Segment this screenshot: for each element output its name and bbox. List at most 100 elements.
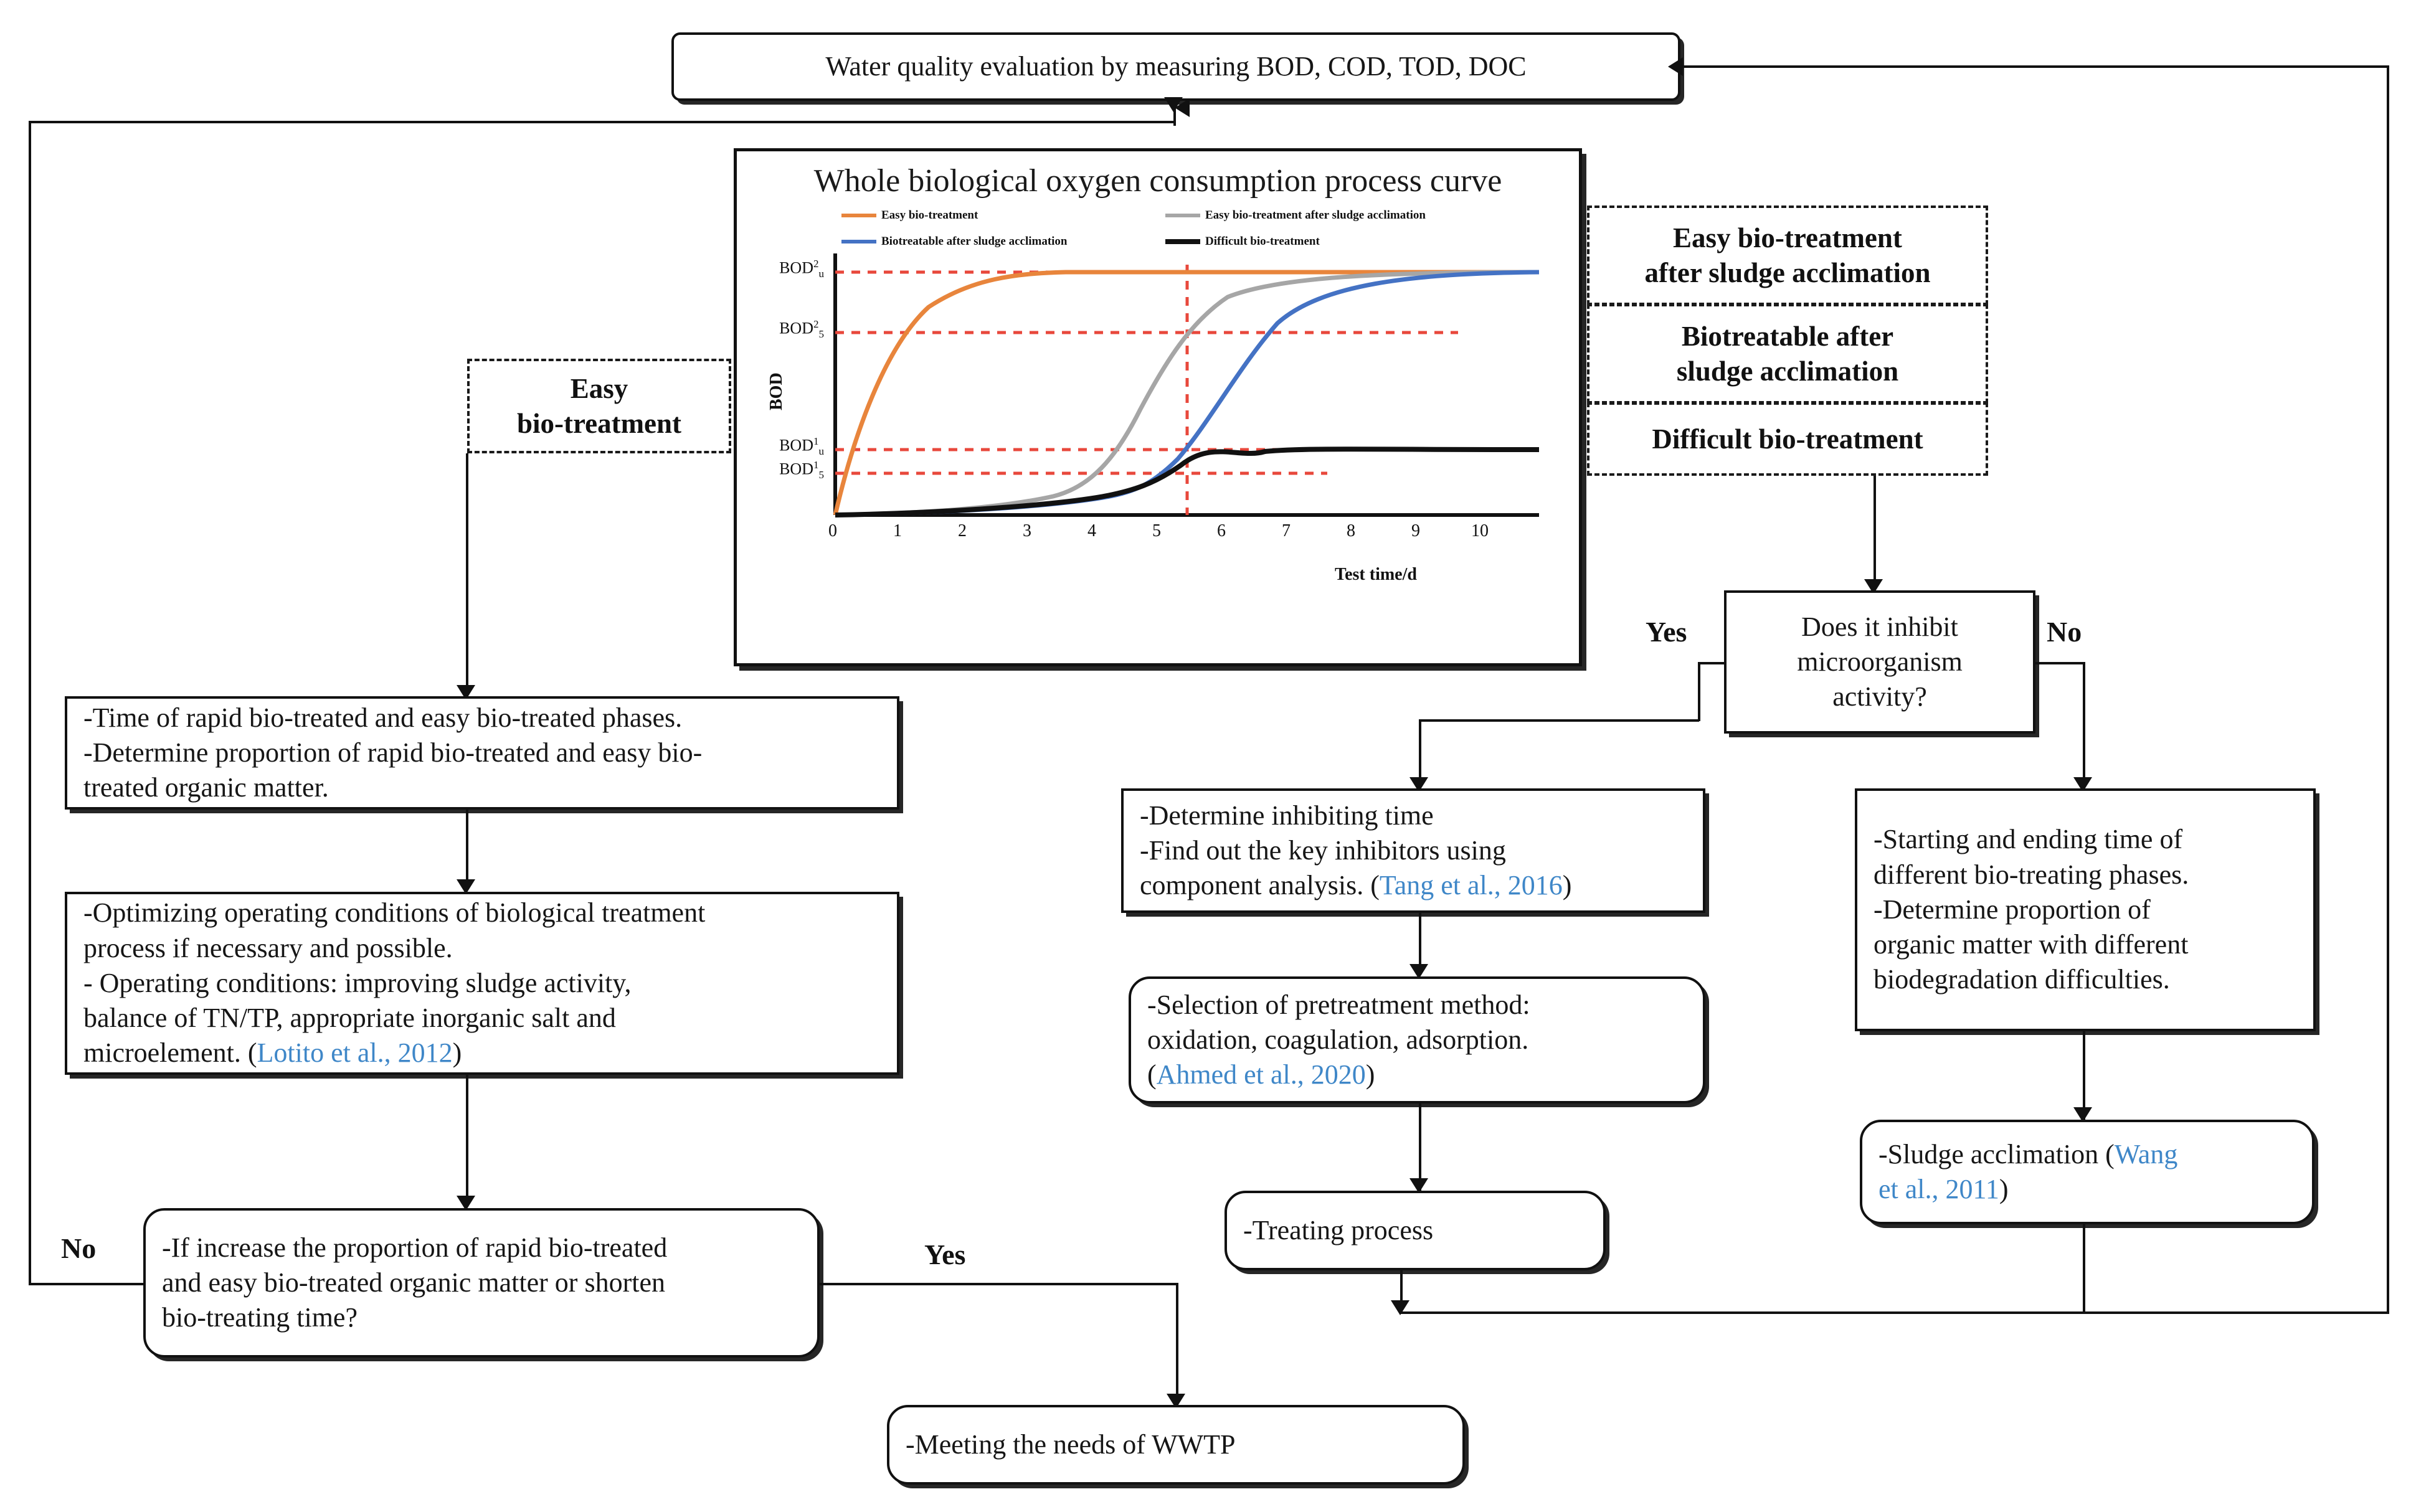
return-loop-top — [1682, 65, 2389, 68]
right-box1-line5: biodegradation difficulties. — [1874, 964, 2170, 995]
citation-tang: Tang et al., 2016 — [1379, 870, 1563, 901]
middle-box-pretreatment-selection[interactable]: -Selection of pretreatment method: oxida… — [1129, 976, 1705, 1103]
top-process-box[interactable]: Water quality evaluation by measuring BO… — [671, 32, 1680, 101]
legend-label-easy-bio: Easy bio-treatment — [881, 209, 978, 222]
left-box-optimizing-conditions[interactable]: -Optimizing operating conditions of biol… — [65, 892, 899, 1075]
tag-easy-after-text: Easy bio-treatment after sludge acclimat… — [1644, 220, 1930, 291]
no-loop-top — [29, 121, 1175, 123]
connector-tags-to-decision — [1874, 476, 1876, 585]
left-decision-text: -If increase the proportion of rapid bio… — [162, 1231, 667, 1336]
left-decision-line3: bio-treating time? — [162, 1302, 358, 1333]
left-box2-text: -Optimizing operating conditions of biol… — [83, 895, 705, 1071]
edge-label-no-inhibit: No — [2047, 616, 2082, 648]
return-loop-bottom — [1400, 1311, 2389, 1314]
connector-middle-box2-to-box3 — [1419, 1103, 1421, 1191]
chart-plot-area: Easy bio-treatment Easy bio-treatment af… — [754, 205, 1566, 654]
right-box2-pre: -Sludge acclimation ( — [1878, 1138, 2115, 1169]
xtick-6: 6 — [1217, 521, 1226, 541]
ytick-bod1u: BOD1u — [779, 435, 824, 457]
middle-box-inhibiting-time[interactable]: -Determine inhibiting time -Find out the… — [1121, 788, 1705, 913]
ytick-bod2u: BOD2u — [779, 258, 824, 280]
arrow-treating-to-return — [1391, 1300, 1409, 1315]
legend-label-easy-after-acclimation: Easy bio-treatment after sludge acclimat… — [1205, 209, 1426, 222]
connector-no-down — [2083, 662, 2085, 787]
legend-item-easy-after-acclimation: Easy bio-treatment after sludge acclimat… — [1165, 209, 1426, 222]
edge-label-no-left-decision: No — [61, 1232, 97, 1264]
tag-biotreatable-line1: Biotreatable after — [1681, 320, 1894, 352]
chart-title: Whole biological oxygen consumption proc… — [813, 163, 1502, 199]
citation-lotito: Lotito et al., 2012 — [257, 1037, 453, 1069]
middle-box1-text: -Determine inhibiting time -Find out the… — [1140, 798, 1571, 904]
left-decision-line2: and easy bio-treated organic matter or s… — [162, 1267, 665, 1298]
connector-right-box1-to-box2 — [2083, 1031, 2085, 1120]
right-box-phase-times[interactable]: -Starting and ending time of different b… — [1855, 788, 2316, 1031]
middle-box1-line3-post: ) — [1562, 870, 1572, 901]
legend-swatch-easy-bio — [841, 214, 876, 217]
left-box2-line4: balance of TN/TP, appropriate inorganic … — [83, 1003, 616, 1034]
right-box1-line3: -Determine proportion of — [1874, 894, 2151, 925]
tag-easy-bio-treatment[interactable]: Easy bio-treatment — [467, 359, 731, 453]
tag-easy-bio-treatment-text: Easy bio-treatment — [517, 371, 681, 442]
right-box1-text: -Starting and ending time of different b… — [1874, 822, 2189, 998]
left-box-phase-analysis[interactable]: -Time of rapid bio-treated and easy bio-… — [65, 696, 899, 810]
connector-left-box1-to-box2 — [466, 810, 468, 891]
left-box1-line1: -Time of rapid bio-treated and easy bio-… — [83, 702, 683, 733]
connector-easy-tag-down-a — [466, 453, 468, 484]
decision-inhibit-line1: Does it inhibit — [1801, 611, 1958, 642]
return-loop-right — [2387, 65, 2389, 1314]
xtick-3: 3 — [1023, 521, 1031, 541]
xtick-8: 8 — [1347, 521, 1355, 541]
xtick-10: 10 — [1471, 521, 1489, 541]
tag-biotreatable-after-sludge-acclimation[interactable]: Biotreatable after sludge acclimation — [1587, 304, 1988, 404]
right-box-sludge-acclimation[interactable]: -Sludge acclimation (Wang et al., 2011) — [1860, 1120, 2314, 1224]
ytick-bod2-5: BOD25 — [779, 318, 824, 340]
connector-right-box2-to-return — [2083, 1224, 2085, 1314]
arrow-return-into-top — [1668, 57, 1683, 76]
chart-panel[interactable]: Whole biological oxygen consumption proc… — [734, 148, 1582, 666]
decision-inhibit-line2: microorganism — [1797, 646, 1963, 677]
top-process-label: Water quality evaluation by measuring BO… — [825, 50, 1527, 82]
citation-wang-1: Wang — [2114, 1138, 2178, 1169]
final-box-meeting-wwtp[interactable]: -Meeting the needs of WWTP — [887, 1405, 1465, 1485]
legend-item-easy-bio: Easy bio-treatment — [841, 209, 978, 222]
middle-box1-line3-pre: component analysis. ( — [1140, 870, 1380, 901]
connector-left-yes-right — [820, 1283, 1178, 1285]
tag-difficult-bio-treatment[interactable]: Difficult bio-treatment — [1587, 402, 1988, 476]
right-box1-line4: organic matter with different — [1874, 929, 2189, 960]
middle-box2-text: -Selection of pretreatment method: oxida… — [1147, 988, 1530, 1093]
middle-box1-line1: -Determine inhibiting time — [1140, 800, 1434, 831]
xtick-5: 5 — [1152, 521, 1161, 541]
left-box1-text: -Time of rapid bio-treated and easy bio-… — [83, 701, 702, 806]
final-box-text: -Meeting the needs of WWTP — [906, 1429, 1236, 1460]
tag-difficult-text: Difficult bio-treatment — [1652, 423, 1923, 455]
edge-label-yes-inhibit: Yes — [1646, 616, 1687, 648]
tag-biotreatable-text: Biotreatable after sludge acclimation — [1677, 319, 1898, 389]
chart-svg — [833, 253, 1540, 517]
connector-left-box2-to-decision — [466, 1075, 468, 1206]
xtick-2: 2 — [958, 521, 967, 541]
middle-box2-line2: oxidation, coagulation, adsorption. — [1147, 1024, 1529, 1055]
right-box2-text: -Sludge acclimation (Wang et al., 2011) — [1878, 1137, 2177, 1207]
decision-inhibit-microorganism[interactable]: Does it inhibit microorganism activity? — [1724, 590, 2035, 734]
connector-treating-down — [1400, 1270, 1403, 1314]
left-box2-line2: process if necessary and possible. — [83, 932, 453, 963]
y-axis-label: BOD — [767, 372, 786, 410]
left-box2-line5-post: ) — [452, 1037, 462, 1069]
middle-box2-line3-post: ) — [1365, 1059, 1375, 1090]
ytick-bod1-5: BOD15 — [779, 459, 824, 481]
xtick-7: 7 — [1282, 521, 1291, 541]
middle-box1-line2: -Find out the key inhibitors using — [1140, 834, 1506, 866]
connector-yes-down1 — [1698, 662, 1700, 721]
left-box2-line3: - Operating conditions: improving sludge… — [83, 967, 632, 998]
middle-box3-text: -Treating process — [1243, 1214, 1434, 1245]
no-loop-bottom — [29, 1283, 143, 1285]
decision-inhibit-line3: activity? — [1832, 681, 1927, 712]
xtick-0: 0 — [828, 521, 837, 541]
no-loop-left — [29, 121, 31, 1285]
edge-label-yes-left-decision: Yes — [924, 1239, 966, 1270]
middle-box2-line3-pre: ( — [1147, 1059, 1157, 1090]
left-decision-increase-proportion[interactable]: -If increase the proportion of rapid bio… — [143, 1208, 820, 1358]
middle-box-treating-process[interactable]: -Treating process — [1225, 1191, 1606, 1270]
tag-easy-after-sludge-acclimation[interactable]: Easy bio-treatment after sludge acclimat… — [1587, 206, 1988, 305]
